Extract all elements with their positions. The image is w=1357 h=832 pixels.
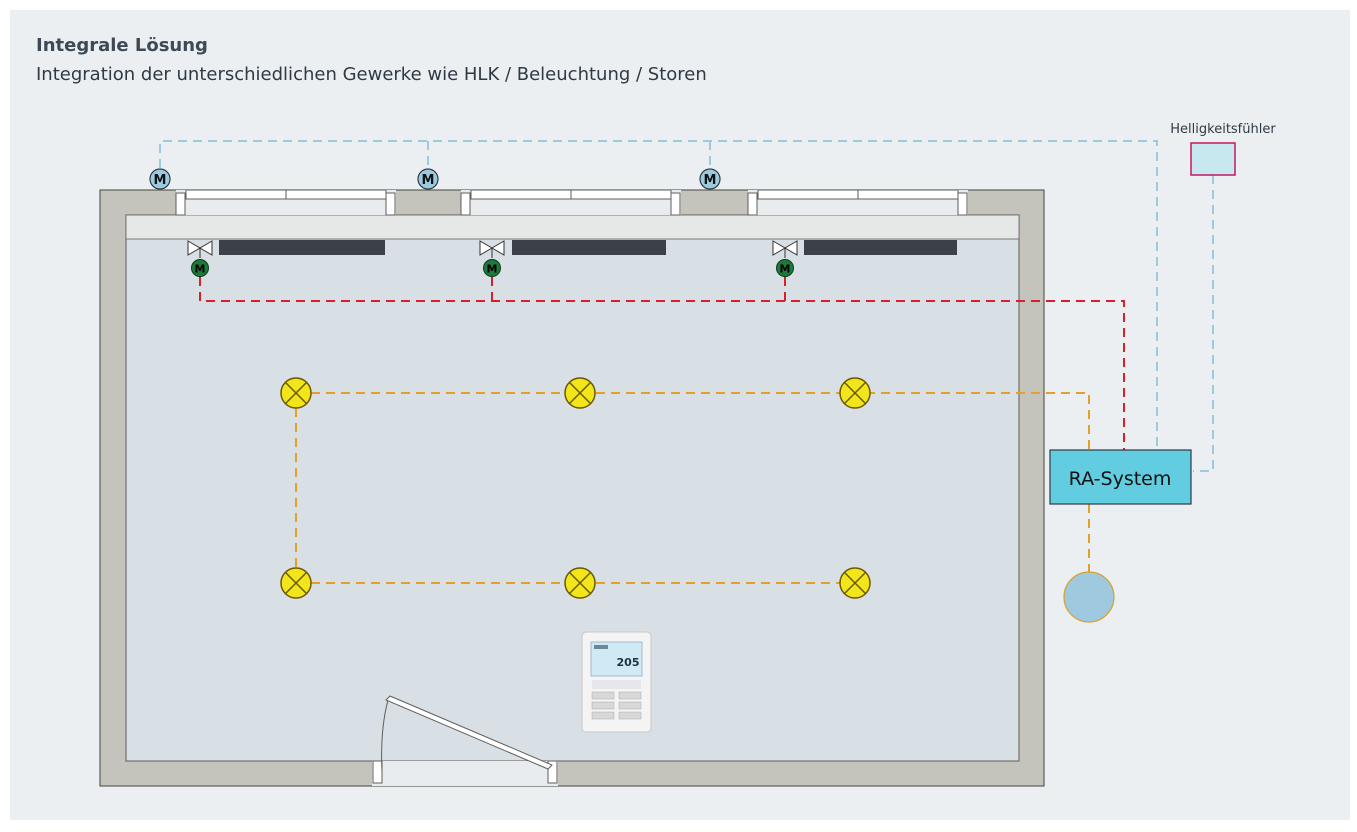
blind-motor-icon: M — [417, 168, 439, 190]
ceiling-units — [219, 240, 957, 255]
door-icon — [372, 695, 558, 786]
thermostat-display: 205 — [617, 656, 640, 669]
svg-text:M: M — [154, 173, 167, 188]
ra-system-controller: RA-System — [1049, 449, 1192, 505]
lamp-icon — [280, 377, 312, 409]
valve-icon — [187, 240, 213, 258]
svg-text:M: M — [780, 263, 791, 276]
lamp-icon — [564, 567, 596, 599]
lamp-icon — [280, 567, 312, 599]
hvac-line — [199, 277, 1125, 450]
brightness-sensor: Helligkeitsfühler — [1170, 122, 1276, 176]
svg-text:M: M — [195, 263, 206, 276]
window — [460, 189, 681, 216]
svg-text:M: M — [422, 173, 435, 188]
lamp-icon — [564, 377, 596, 409]
lighting-line — [295, 392, 1090, 584]
page-title: Integrale Lösung — [36, 35, 208, 56]
blind-motor-icon: M — [699, 168, 721, 190]
controller-label: RA-System — [1069, 468, 1172, 490]
sensor-label: Helligkeitsfühler — [1170, 122, 1276, 137]
window — [747, 189, 968, 216]
blinds-line — [159, 140, 1214, 472]
presence-detector-icon — [1063, 571, 1115, 623]
windows — [175, 189, 968, 216]
lamps — [280, 377, 871, 599]
window — [175, 189, 396, 216]
lamp-icon — [839, 567, 871, 599]
lamp-icon — [839, 377, 871, 409]
page-subtitle: Integration der unterschiedlichen Gewerk… — [36, 64, 707, 85]
valve-icon — [772, 240, 798, 258]
valve-motor-icon: M — [191, 259, 209, 277]
blind-motor-icon: M — [149, 168, 171, 190]
svg-text:M: M — [487, 263, 498, 276]
blind-motors: M M M — [149, 168, 721, 190]
valve-motor-icon: M — [483, 259, 501, 277]
valve-icon — [479, 240, 505, 258]
valves: M M M — [187, 240, 798, 277]
svg-text:M: M — [704, 173, 717, 188]
room-thermostat-icon: 205 — [581, 631, 652, 733]
brightness-sensor-icon — [1190, 142, 1236, 176]
valve-motor-icon: M — [776, 259, 794, 277]
building-walls — [99, 189, 1045, 787]
